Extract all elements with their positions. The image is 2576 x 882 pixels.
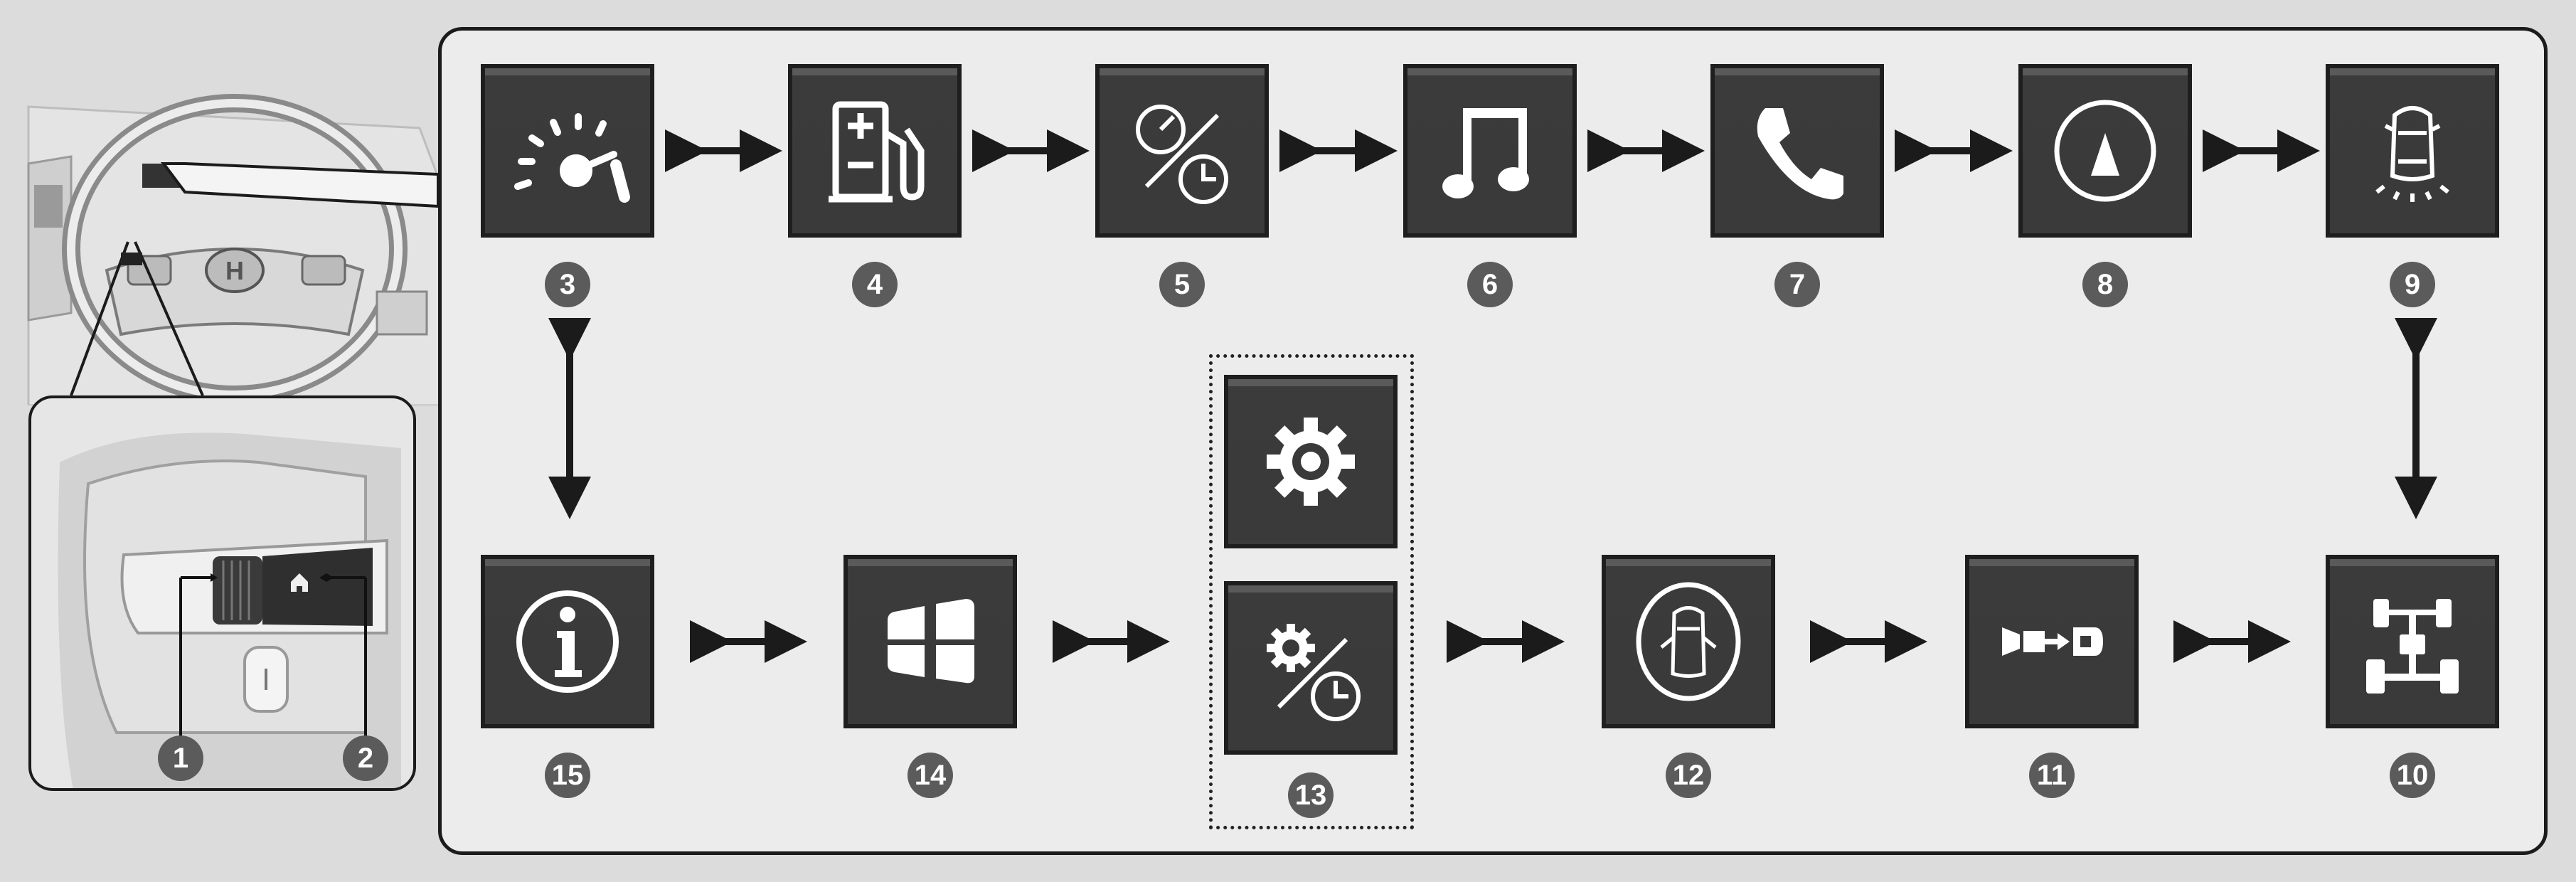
- settings-clock-icon: [1267, 624, 1361, 721]
- phone-icon: [1757, 108, 1843, 200]
- screen-14-split: [843, 555, 1017, 728]
- screen-5-badge: 5: [1159, 262, 1205, 307]
- screen-10-awd: [2326, 555, 2499, 728]
- screen-7-badge: 7: [1774, 262, 1820, 307]
- callout-1-badge: 1: [158, 735, 203, 781]
- screen-8-compass: [2018, 64, 2192, 238]
- callout-2-badge: 2: [343, 735, 388, 781]
- screen-6-audio: [1403, 64, 1577, 238]
- door-open-icon: [1636, 582, 1741, 701]
- screen-8-badge: 8: [2082, 262, 2128, 307]
- steering-controls-inset: 1 2: [28, 395, 416, 791]
- screen-3-badge: 3: [545, 262, 590, 307]
- screen-4-badge: 4: [852, 262, 898, 307]
- screen-10-badge: 10: [2390, 753, 2435, 798]
- settings-gear-icon: [1267, 418, 1355, 506]
- screen-9-sensors: [2326, 64, 2499, 238]
- screen-11-badge: 11: [2029, 753, 2075, 798]
- screen-13-settings: [1224, 375, 1398, 548]
- dashboard-illustration: H: [21, 78, 441, 405]
- split-screen-icon: [888, 599, 974, 684]
- group-13-outline: [1209, 354, 1414, 829]
- screen-3-speedometer: [481, 64, 654, 238]
- seatbelt-icon: [2002, 627, 2103, 656]
- compass-icon: [2054, 100, 2156, 202]
- awd-drivetrain-icon: [2366, 599, 2459, 694]
- screen-15-badge: 15: [545, 753, 590, 798]
- svg-text:H: H: [225, 256, 244, 285]
- screen-6-badge: 6: [1467, 262, 1513, 307]
- info-icon: [516, 590, 619, 693]
- screen-12-badge: 12: [1666, 753, 1711, 798]
- vehicle-sensors-icon: [2375, 106, 2449, 202]
- speedometer-icon: [514, 113, 630, 203]
- steering-switch-illustration: [58, 432, 401, 788]
- screen-4-fuel: [788, 64, 962, 238]
- trip-meter-icon: [1136, 105, 1228, 204]
- screen-9-badge: 9: [2390, 262, 2435, 307]
- screen-15-info: [481, 555, 654, 728]
- screen-12-doors: [1602, 555, 1775, 728]
- screen-11-seatbelt: [1965, 555, 2139, 728]
- screen-7-phone: [1710, 64, 1884, 238]
- music-note-icon: [1442, 108, 1529, 198]
- screen-5-trip: [1095, 64, 1269, 238]
- fuel-pump-icon: [829, 101, 925, 203]
- screen-14-badge: 14: [908, 753, 953, 798]
- screen-13-settings-clock: [1224, 581, 1398, 755]
- screen-13-badge: 13: [1288, 772, 1334, 818]
